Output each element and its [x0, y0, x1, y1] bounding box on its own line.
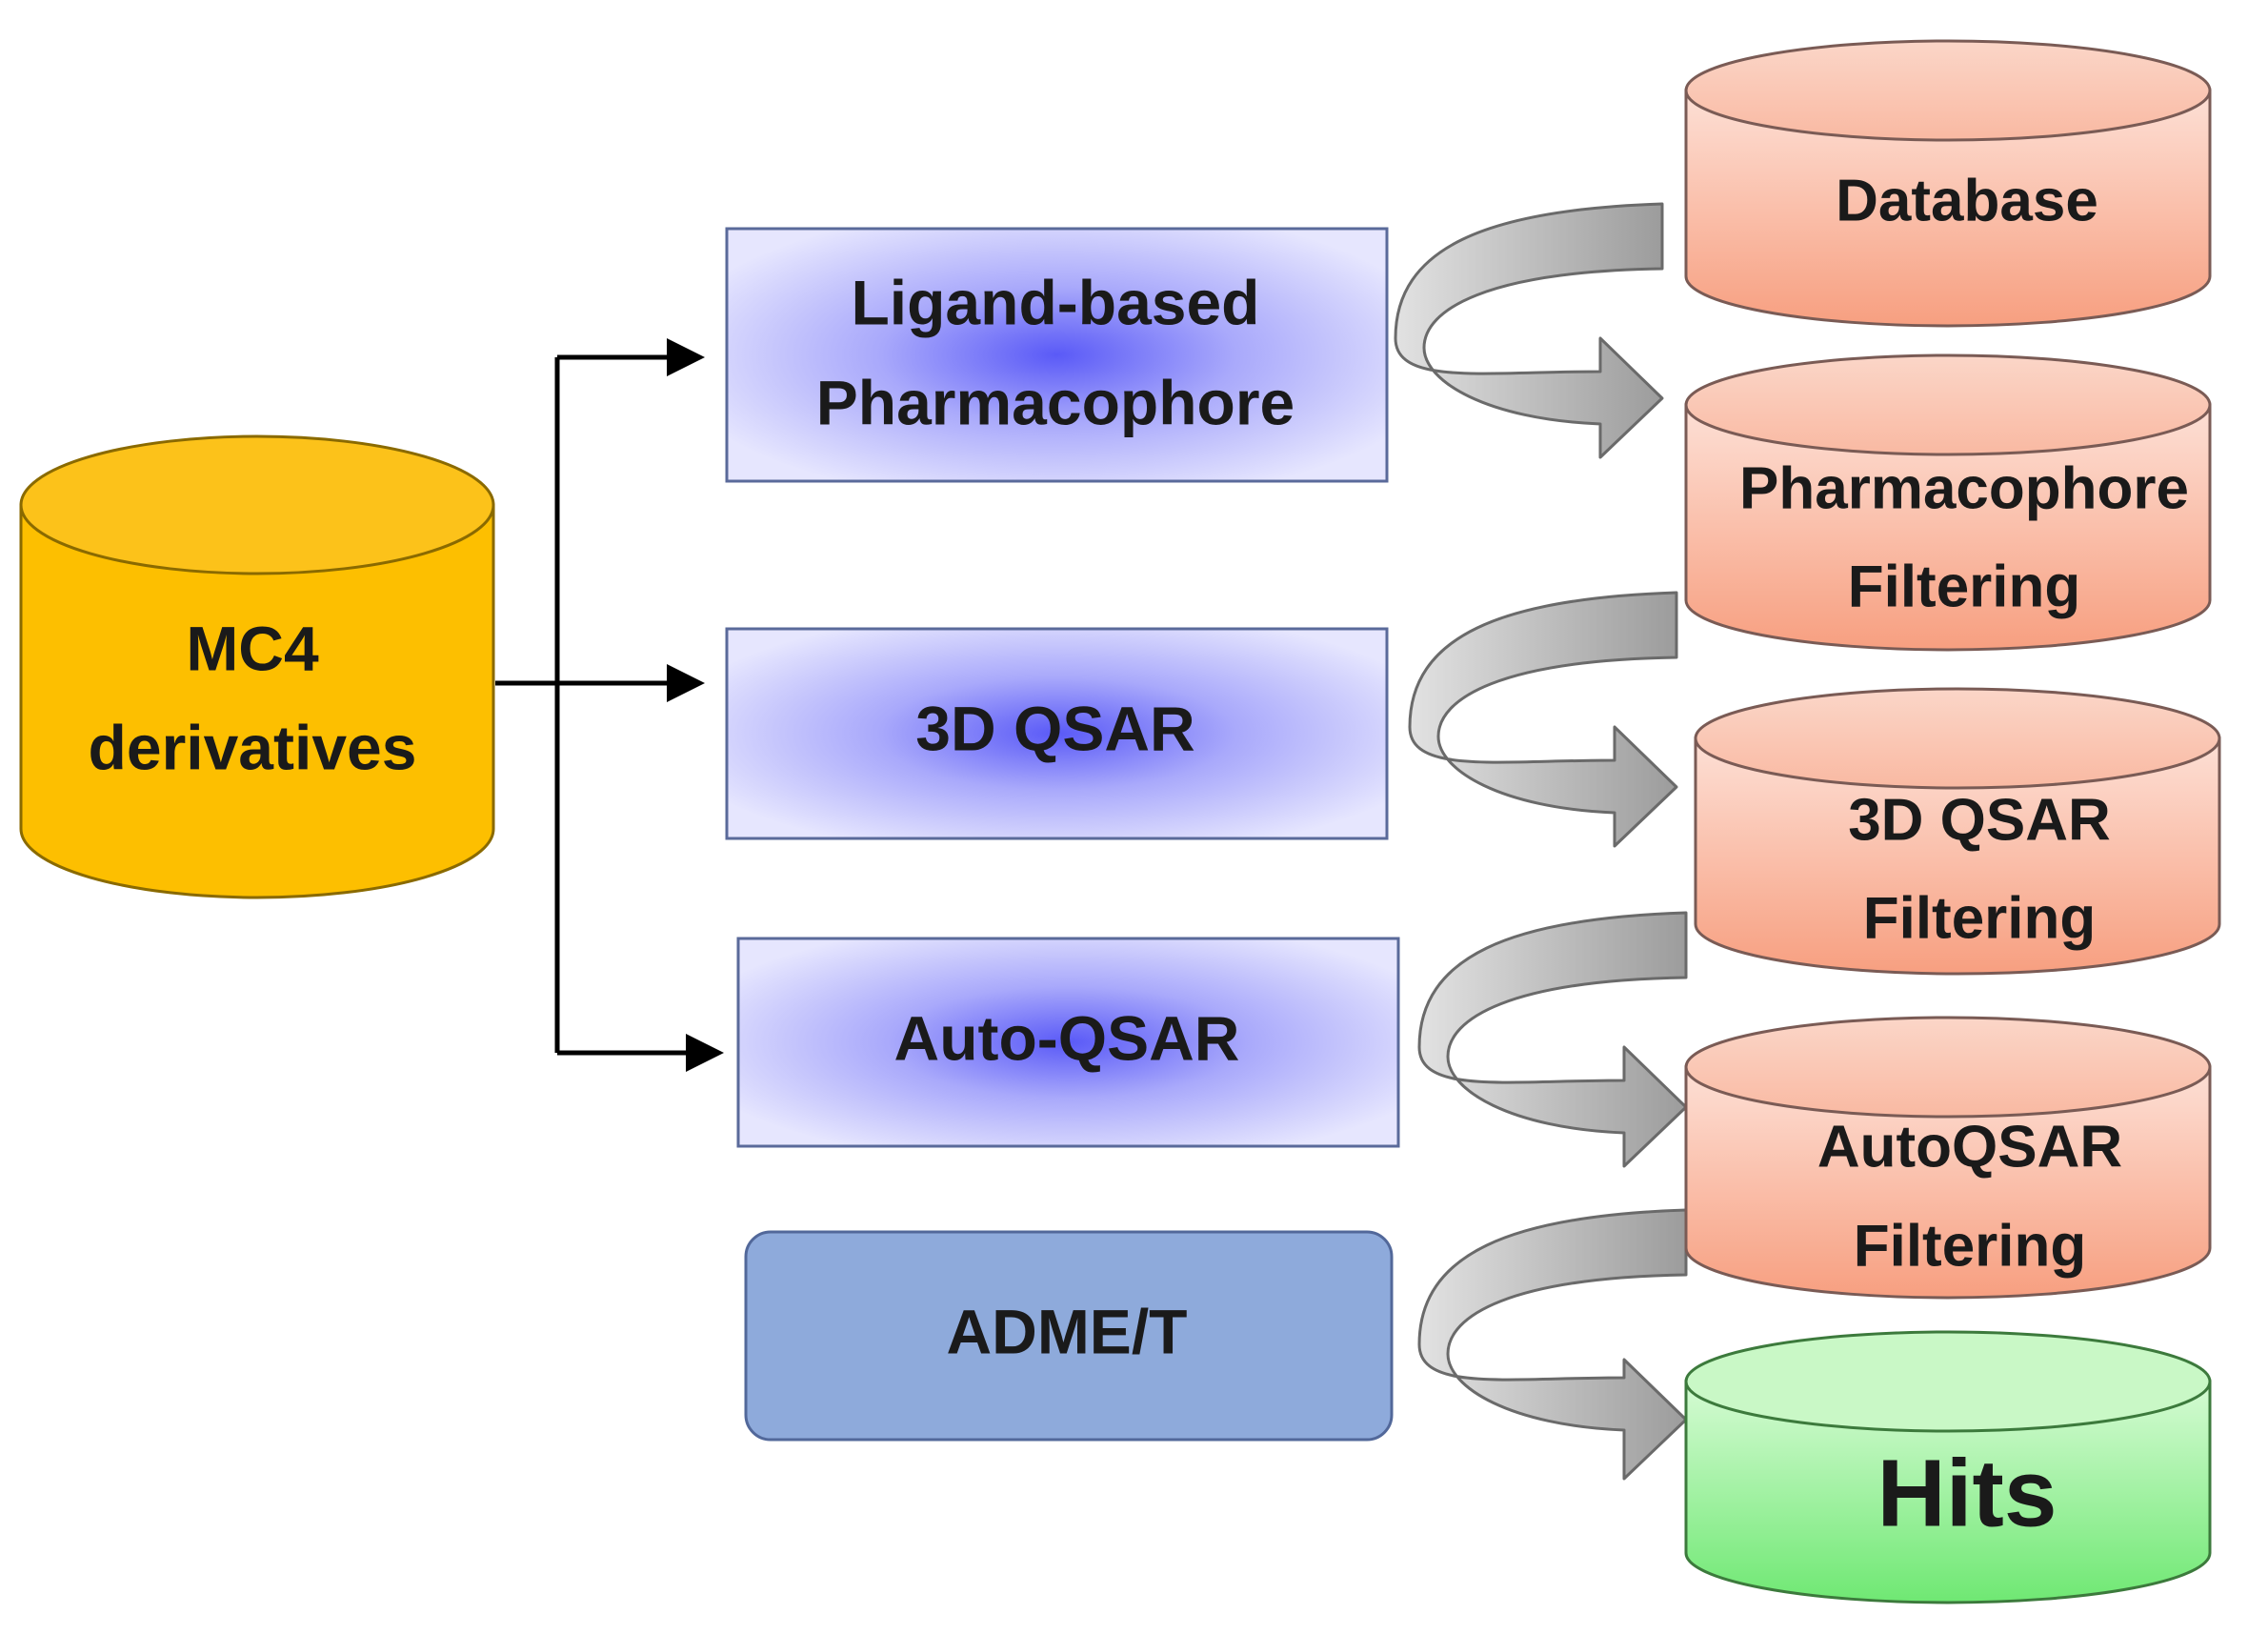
filtering-label: Filtering [1848, 554, 2081, 619]
3d-qsar-label: 3D QSAR [915, 693, 1194, 763]
pharmacophore-label: Pharmacophore [816, 367, 1295, 437]
database-cylinder: Database [1684, 39, 2212, 328]
filtering-label: Filtering [1863, 885, 2097, 951]
autoqsar-filter-label: AutoQSAR [1817, 1114, 2122, 1180]
derivatives-label: derivatives [89, 712, 417, 782]
mc4-derivatives-cylinder: MC4 derivatives [19, 434, 495, 899]
pharmacophore-filtering-cylinder: Pharmacophore Filtering [1684, 353, 2212, 652]
database-label: Database [1836, 168, 2098, 233]
adme-t-box: ADME/T [744, 1230, 1394, 1442]
pharmacophore-filter-label: Pharmacophore [1739, 455, 2189, 521]
mc4-label: MC4 [186, 613, 319, 683]
filtering-label: Filtering [1854, 1213, 2087, 1279]
autoqsar-filtering-cylinder: AutoQSAR Filtering [1684, 1016, 2212, 1300]
3d-qsar-filter-label: 3D QSAR [1848, 787, 2111, 853]
3d-qsar-box: 3D QSAR [725, 627, 1389, 840]
3d-qsar-filtering-cylinder: 3D QSAR Filtering [1694, 687, 2221, 976]
auto-qsar-label: Auto-QSAR [894, 1002, 1240, 1073]
ligand-pharmacophore-box: Ligand-based Pharmacophore [725, 227, 1389, 483]
curved-arrow-icon [1417, 911, 1688, 1168]
curved-arrow-icon [1394, 202, 1664, 459]
hits-cylinder: Hits [1684, 1330, 2212, 1604]
auto-qsar-box: Auto-QSAR [736, 937, 1400, 1148]
branch-connectors [495, 338, 724, 1072]
transition-arrows [1394, 202, 1688, 1481]
ligand-based-label: Ligand-based [851, 267, 1259, 337]
hits-label: Hits [1877, 1440, 2057, 1546]
adme-t-label: ADME/T [947, 1296, 1188, 1366]
curved-arrow-icon [1417, 1208, 1688, 1481]
curved-arrow-icon [1408, 591, 1678, 848]
